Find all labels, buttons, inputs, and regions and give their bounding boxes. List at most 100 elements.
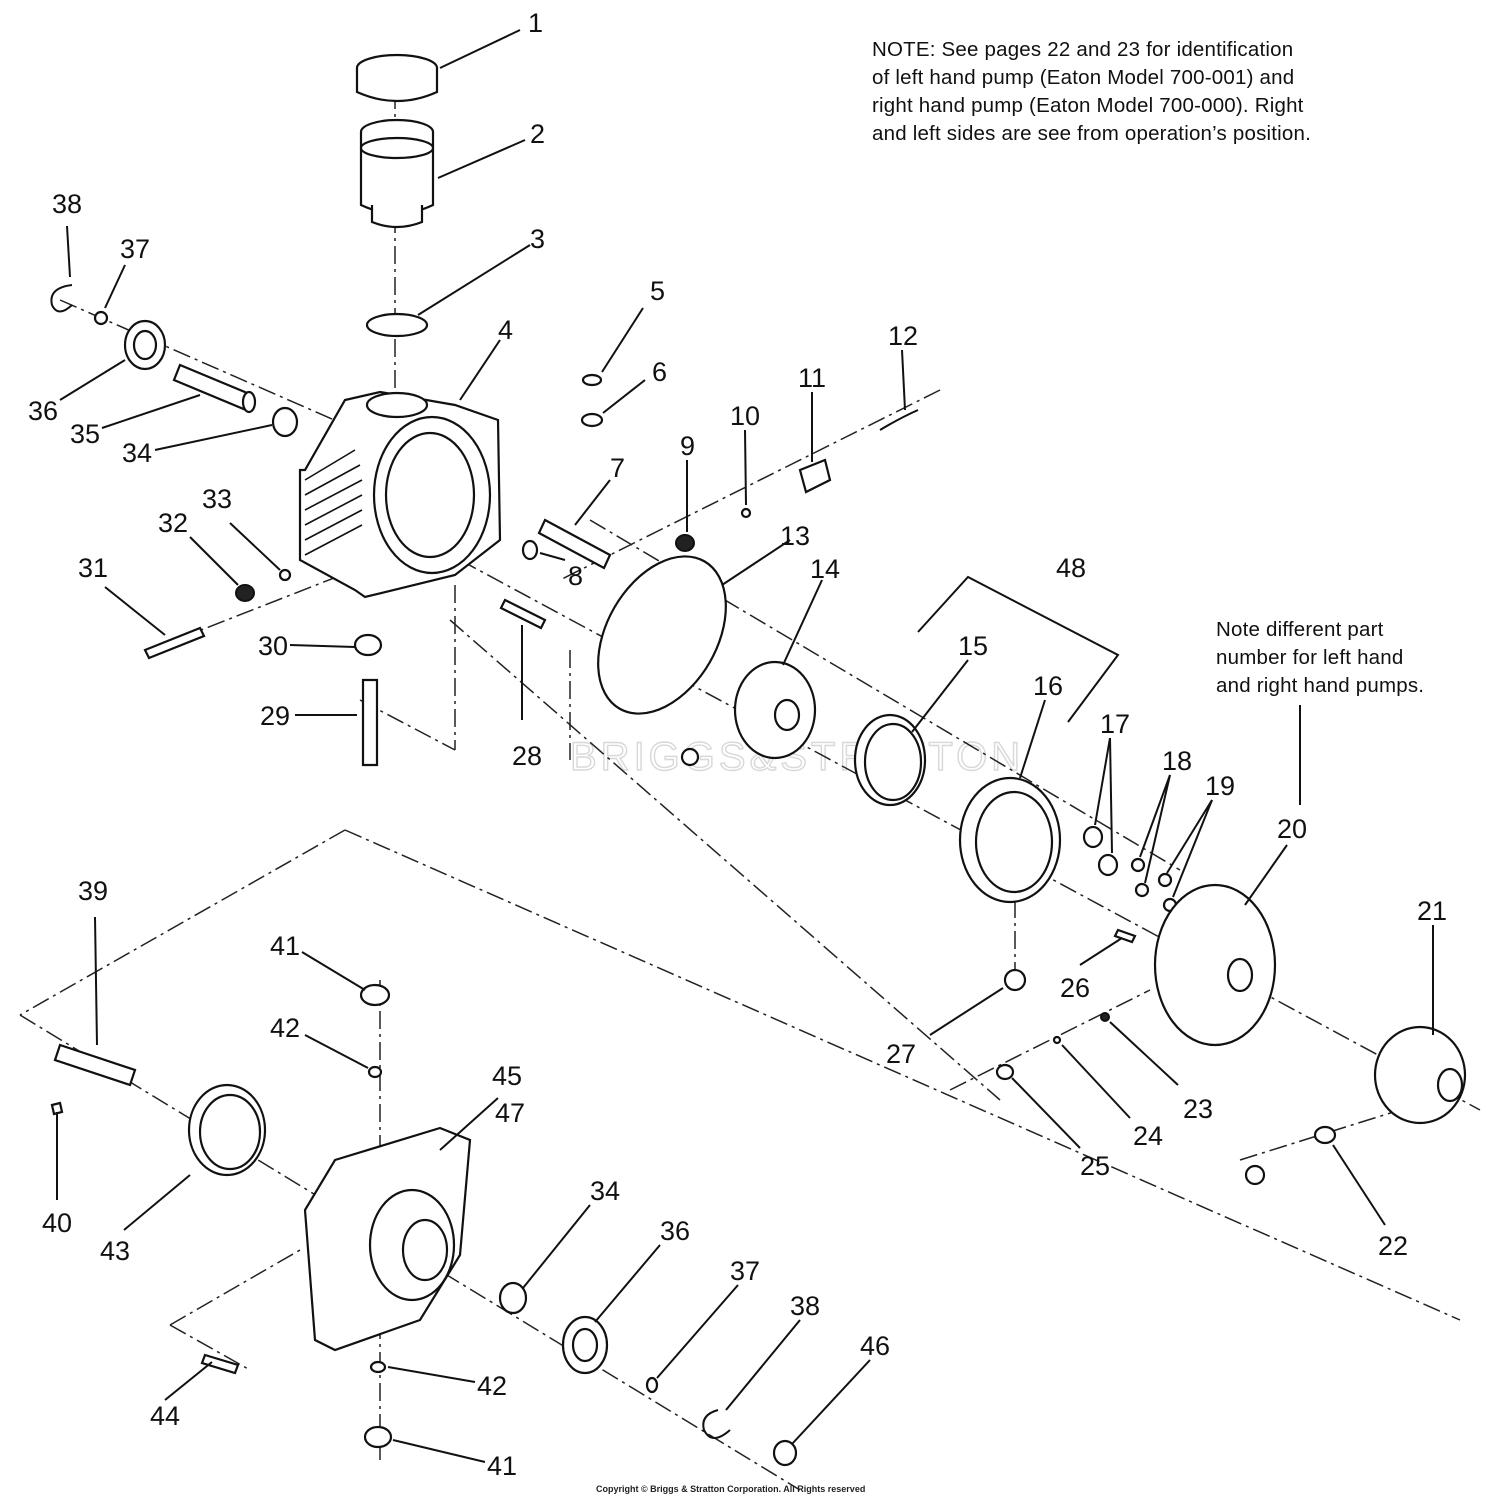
callout-26: 26 <box>1060 973 1090 1003</box>
callout-5: 5 <box>650 276 665 306</box>
part-stem-29 <box>361 678 379 767</box>
part-pin-7 <box>537 518 612 570</box>
part-rotor-21 <box>1373 1025 1467 1125</box>
callout-29: 29 <box>260 701 290 731</box>
callout-42: 42 <box>270 1013 300 1043</box>
callout-47: 47 <box>495 1098 525 1128</box>
part-pin-26 <box>1113 928 1137 944</box>
part-plug-9 <box>675 534 695 552</box>
callout-36-lower: 36 <box>660 1216 690 1246</box>
callout-30: 30 <box>258 631 288 661</box>
callout-38-lower: 38 <box>790 1291 820 1321</box>
note-line: number for left hand <box>1216 646 1404 669</box>
callout-7: 7 <box>610 453 625 483</box>
part-plug-25 <box>995 1063 1015 1081</box>
part-oring-13 <box>597 555 727 715</box>
part-filter <box>359 118 435 229</box>
callout-14: 14 <box>810 554 840 584</box>
callout-13: 13 <box>780 521 810 551</box>
part-plug-41b <box>363 1425 393 1449</box>
part-pin-8 <box>521 539 539 561</box>
callout-45: 45 <box>492 1061 522 1091</box>
part-oring-19a <box>1157 872 1173 888</box>
callout-1: 1 <box>528 8 543 38</box>
callout-36: 36 <box>28 396 58 426</box>
part-screw-44 <box>200 1353 240 1375</box>
part-pin-31 <box>143 626 206 660</box>
part-washer-5 <box>581 373 603 387</box>
part-plate-20 <box>1153 883 1277 1047</box>
leader-arrows <box>56 29 1434 1463</box>
callout-3: 3 <box>530 224 545 254</box>
callout-28: 28 <box>512 741 542 771</box>
callout-41-lower: 41 <box>487 1451 517 1481</box>
callout-31: 31 <box>78 553 108 583</box>
part-clip-40 <box>50 1101 64 1116</box>
part-plug-41a <box>359 983 391 1007</box>
part-oring-18a <box>1130 857 1146 873</box>
part-spring-12 <box>879 409 919 431</box>
callout-38: 38 <box>52 189 82 219</box>
part-ball-24 <box>1052 1035 1062 1045</box>
part-oring-18b <box>1134 882 1150 898</box>
callout-12: 12 <box>888 321 918 351</box>
callout-18: 18 <box>1162 746 1192 776</box>
callout-34: 34 <box>122 438 152 468</box>
part-valve-11 <box>798 458 832 494</box>
part-washer-6 <box>580 412 604 428</box>
part-ball-14 <box>680 747 700 767</box>
callout-9: 9 <box>680 431 695 461</box>
part-ball-10 <box>740 507 752 519</box>
part-ring-38b <box>702 1409 731 1439</box>
part-valve-17b <box>1097 853 1119 877</box>
part-ring-15 <box>853 713 927 807</box>
note-line: and right hand pumps. <box>1216 674 1425 697</box>
callout-40: 40 <box>42 1208 72 1238</box>
callout-16: 16 <box>1033 671 1063 701</box>
callout-48: 48 <box>1056 553 1086 583</box>
part-ring-43 <box>187 1083 267 1177</box>
part-pin-28 <box>499 598 547 630</box>
callout-42-lower: 42 <box>477 1371 507 1401</box>
callout-15: 15 <box>958 631 988 661</box>
callout-37: 37 <box>120 234 150 264</box>
callout-24: 24 <box>1133 1121 1163 1151</box>
part-seal-34b <box>498 1281 528 1315</box>
callout-8: 8 <box>568 561 583 591</box>
callout-6: 6 <box>652 357 667 387</box>
copyright-notice: Copyright © Briggs & Stratton Corporatio… <box>596 1484 866 1494</box>
callout-27: 27 <box>886 1039 916 1069</box>
callout-32: 32 <box>158 508 188 538</box>
note-line: right hand pump (Eaton Model 700-000). R… <box>872 94 1304 117</box>
part-ball-21 <box>1244 1164 1266 1186</box>
callout-2: 2 <box>530 119 545 149</box>
callout-35: 35 <box>70 419 100 449</box>
callout-23: 23 <box>1183 1094 1213 1124</box>
part-seal-34 <box>271 406 299 438</box>
callout-33: 33 <box>202 484 232 514</box>
part-washer-37b <box>645 1376 659 1394</box>
callout-37-lower: 37 <box>730 1256 760 1286</box>
callout-10: 10 <box>730 401 760 431</box>
part-ball-30 <box>353 633 383 657</box>
callout-17: 17 <box>1100 709 1130 739</box>
part-oring-23 <box>1100 1012 1110 1022</box>
part-bearing-36 <box>123 319 167 371</box>
part-bearing-36b <box>561 1315 609 1375</box>
callout-44: 44 <box>150 1401 180 1431</box>
part-number-note: Note different part number for left hand… <box>1216 616 1424 700</box>
callout-11: 11 <box>798 363 826 393</box>
part-cam-ring-16 <box>958 776 1062 904</box>
note-line: and left sides are see from operation’s … <box>872 122 1312 145</box>
note-line: NOTE: See pages 22 and 23 for identifica… <box>872 38 1294 61</box>
part-housing <box>298 390 502 599</box>
part-plug-22 <box>1313 1125 1337 1145</box>
part-valve-17a <box>1082 825 1104 849</box>
callout-21: 21 <box>1417 896 1447 926</box>
note-line: of left hand pump (Eaton Model 700-001) … <box>872 66 1295 89</box>
part-valve-39 <box>53 1043 137 1087</box>
callout-25: 25 <box>1080 1151 1110 1181</box>
part-cover-45 <box>303 1126 472 1352</box>
callout-4: 4 <box>498 315 513 345</box>
